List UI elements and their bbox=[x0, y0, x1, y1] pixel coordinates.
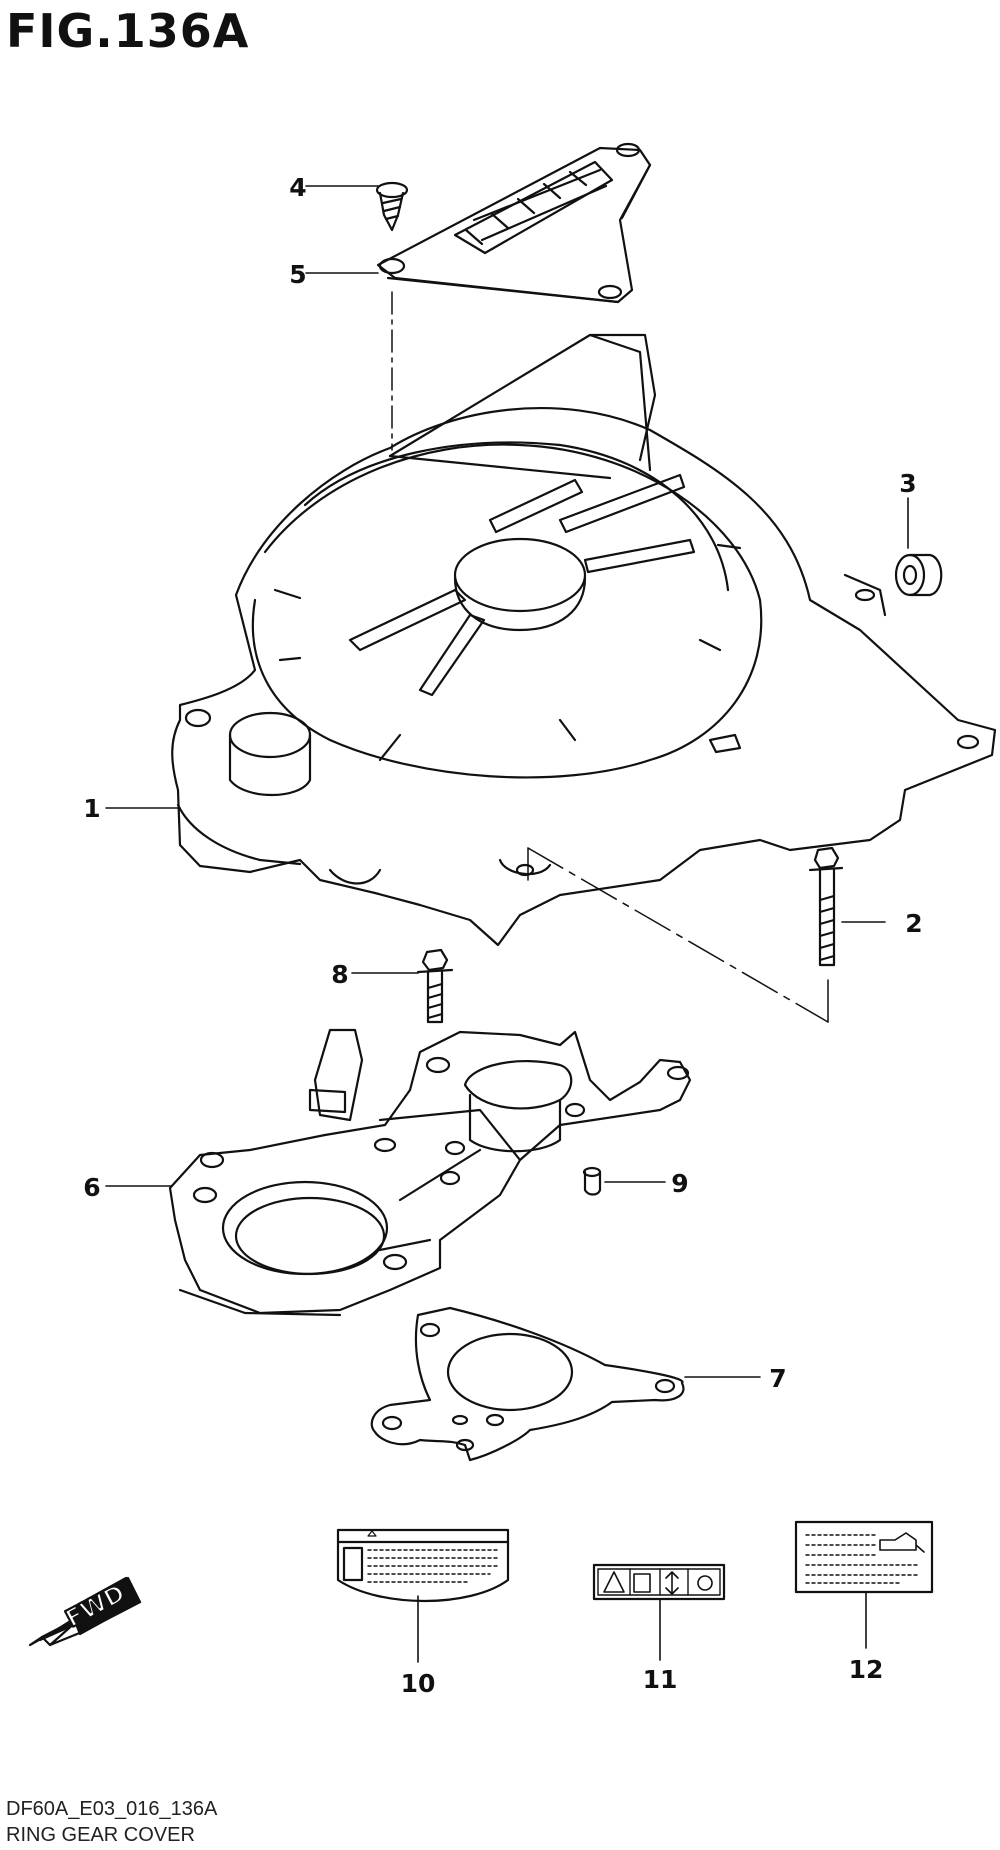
callout-5: 5 bbox=[289, 260, 306, 289]
part-11-symbol-label[interactable] bbox=[592, 1563, 726, 1601]
fwd-arrow-icon: FWD bbox=[28, 1576, 142, 1647]
part-10-caution-label[interactable] bbox=[336, 1528, 510, 1603]
callout-3: 3 bbox=[899, 469, 916, 498]
part-6-cover-plate[interactable] bbox=[168, 1028, 692, 1317]
callout-12: 12 bbox=[849, 1655, 884, 1684]
part-7-gasket[interactable] bbox=[370, 1306, 685, 1462]
part-9-dowel-pin[interactable] bbox=[582, 1166, 602, 1196]
part-3-grommet[interactable] bbox=[894, 553, 943, 597]
callout-9: 9 bbox=[671, 1169, 688, 1198]
callout-8: 8 bbox=[331, 960, 348, 989]
leader-lines bbox=[105, 185, 909, 1663]
part-1-ring-gear-cover[interactable] bbox=[171, 333, 997, 947]
callout-7: 7 bbox=[769, 1364, 786, 1393]
assembly-lines bbox=[391, 291, 829, 1023]
callout-11: 11 bbox=[643, 1665, 678, 1694]
part-12-oil-label[interactable] bbox=[794, 1520, 934, 1594]
part-5-air-guide-plate[interactable] bbox=[376, 142, 652, 304]
part-2-bolt[interactable] bbox=[808, 846, 844, 967]
callout-2: 2 bbox=[905, 909, 922, 938]
callout-1: 1 bbox=[83, 794, 100, 823]
part-4-screw[interactable] bbox=[375, 181, 409, 232]
callout-6: 6 bbox=[83, 1173, 100, 1202]
figure-code: DF60A_E03_016_136A bbox=[6, 1798, 218, 1820]
figure-title: FIG.136A bbox=[6, 4, 250, 58]
callout-4: 4 bbox=[289, 173, 306, 202]
callout-numbers: 1 2 3 4 5 6 7 8 9 10 11 12 bbox=[83, 173, 922, 1698]
figure-name: RING GEAR COVER bbox=[6, 1824, 195, 1846]
callout-10: 10 bbox=[401, 1669, 436, 1698]
part-8-bolt[interactable] bbox=[416, 948, 454, 1024]
